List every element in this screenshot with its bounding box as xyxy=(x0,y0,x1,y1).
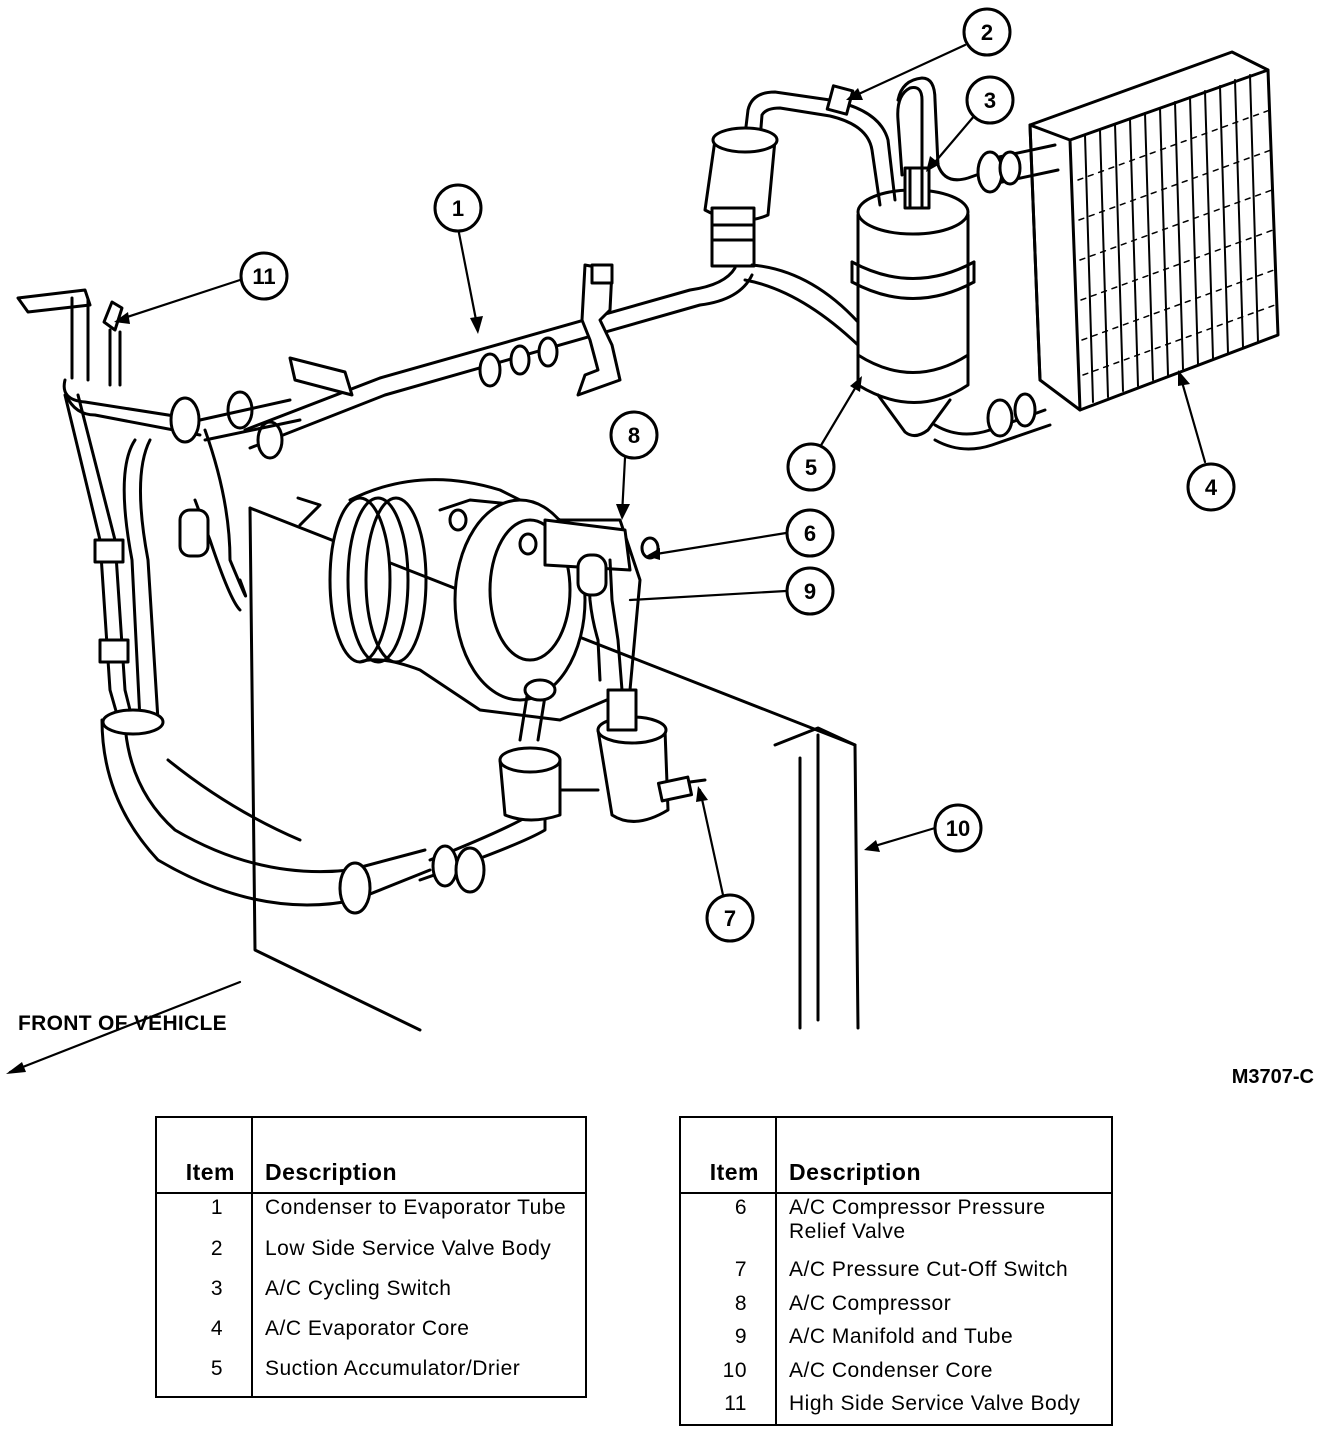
callout-11: 11 xyxy=(239,251,289,301)
legend-item-number: 7 xyxy=(680,1256,777,1290)
callout-1-label: 1 xyxy=(452,196,464,221)
legend-row: 9 A/C Manifold and Tube xyxy=(680,1323,1112,1357)
legend-row: 6 A/C Compressor Pressure Relief Valve xyxy=(680,1193,1112,1257)
legend-item-description: A/C Compressor xyxy=(789,1291,952,1315)
callout-4-label: 4 xyxy=(1205,475,1218,500)
legend-item-number: 9 xyxy=(680,1323,777,1357)
callout-2-label: 2 xyxy=(981,20,993,45)
ac-compressor xyxy=(328,478,707,823)
legend-item-number: 5 xyxy=(156,1355,253,1397)
ac-system-diagram: 1 2 3 4 5 6 7 8 9 10 11 xyxy=(6,7,1280,1074)
legend-row: 8 A/C Compressor xyxy=(680,1289,1112,1324)
legend-item-number: 1 xyxy=(156,1193,253,1235)
evaporator-core xyxy=(1028,50,1280,412)
callout-1: 1 xyxy=(433,183,483,233)
callout-10: 10 xyxy=(933,803,983,853)
legend-table-left: Item Description 1 Condenser to Evaporato… xyxy=(155,1116,587,1398)
callout-6-label: 6 xyxy=(804,521,816,546)
callout-6: 6 xyxy=(785,508,835,558)
refrigerant-hoses xyxy=(63,393,547,915)
legend-row: 4 A/C Evaporator Core xyxy=(156,1315,586,1356)
legend-item-number: 4 xyxy=(156,1315,253,1356)
legend-item-number: 6 xyxy=(680,1193,777,1257)
legend-header-item: Item xyxy=(680,1117,777,1194)
leader-lines xyxy=(8,43,1207,1074)
legend-item-description: High Side Service Valve Body xyxy=(789,1392,1081,1416)
callout-2: 2 xyxy=(962,7,1012,57)
legend-header-item: Item xyxy=(156,1117,253,1194)
callout-3: 3 xyxy=(965,75,1015,125)
legend-item-number: 10 xyxy=(680,1356,777,1391)
callout-5: 5 xyxy=(786,442,836,492)
callout-10-label: 10 xyxy=(946,816,970,841)
legend-header-row: Item Description xyxy=(680,1117,1112,1194)
legend-item-description: A/C Pressure Cut-Off Switch xyxy=(789,1258,1069,1282)
callout-5-label: 5 xyxy=(805,455,817,480)
legend-item-number: 11 xyxy=(680,1390,777,1425)
legend-row: 2 Low Side Service Valve Body xyxy=(156,1234,586,1275)
callout-7: 7 xyxy=(705,893,755,943)
legend-item-description: Condenser to Evaporator Tube xyxy=(265,1196,567,1219)
callout-8: 8 xyxy=(609,410,659,460)
legend-row: 1 Condenser to Evaporator Tube xyxy=(156,1193,586,1235)
legend-table-right: Item Description 6 A/C Compressor Pressur… xyxy=(679,1116,1113,1426)
legend-header-description: Description xyxy=(252,1117,586,1194)
front-of-vehicle-label: FRONT OF VEHICLE xyxy=(18,1012,227,1035)
legend-item-number: 8 xyxy=(680,1289,777,1324)
condenser-to-evaporator-tube xyxy=(243,263,860,450)
callout-11-label: 11 xyxy=(252,264,275,289)
legend-row: 3 A/C Cycling Switch xyxy=(156,1274,586,1316)
legend-header-row: Item Description xyxy=(156,1117,586,1194)
callout-8-label: 8 xyxy=(628,423,640,448)
legend-item-description: A/C Manifold and Tube xyxy=(789,1325,1014,1349)
legend-item-description: Suction Accumulator/Drier xyxy=(265,1357,521,1381)
callout-9: 9 xyxy=(785,566,835,616)
callout-3-label: 3 xyxy=(984,88,996,113)
figure-id: M3707-C xyxy=(1231,1066,1314,1088)
legend-item-description: A/C Evaporator Core xyxy=(265,1317,470,1341)
legend-item-number: 2 xyxy=(156,1234,253,1275)
legend-row: 11 High Side Service Valve Body xyxy=(680,1390,1112,1425)
legend-item-description: A/C Compressor Pressure Relief Valve xyxy=(789,1196,1046,1243)
legend-row: 7 A/C Pressure Cut-Off Switch xyxy=(680,1256,1112,1290)
legend-item-description: Low Side Service Valve Body xyxy=(265,1236,552,1260)
callout-9-label: 9 xyxy=(804,579,816,604)
legend-item-number: 3 xyxy=(156,1274,253,1316)
leader-arrowheads xyxy=(6,88,1190,1074)
legend-item-description: A/C Cycling Switch xyxy=(265,1276,452,1300)
legend-row: 5 Suction Accumulator/Drier xyxy=(156,1355,586,1397)
high-side-service-valve xyxy=(16,288,302,460)
callout-7-label: 7 xyxy=(724,906,736,931)
legend-header-description: Description xyxy=(776,1117,1112,1194)
callout-4: 4 xyxy=(1186,462,1236,512)
legend-row: 10 A/C Condenser Core xyxy=(680,1356,1112,1391)
suction-accumulator-drier xyxy=(850,76,987,437)
low-side-service-valve xyxy=(703,84,897,268)
legend-item-description: A/C Condenser Core xyxy=(789,1358,993,1382)
evaporator-tubes xyxy=(933,143,1060,451)
